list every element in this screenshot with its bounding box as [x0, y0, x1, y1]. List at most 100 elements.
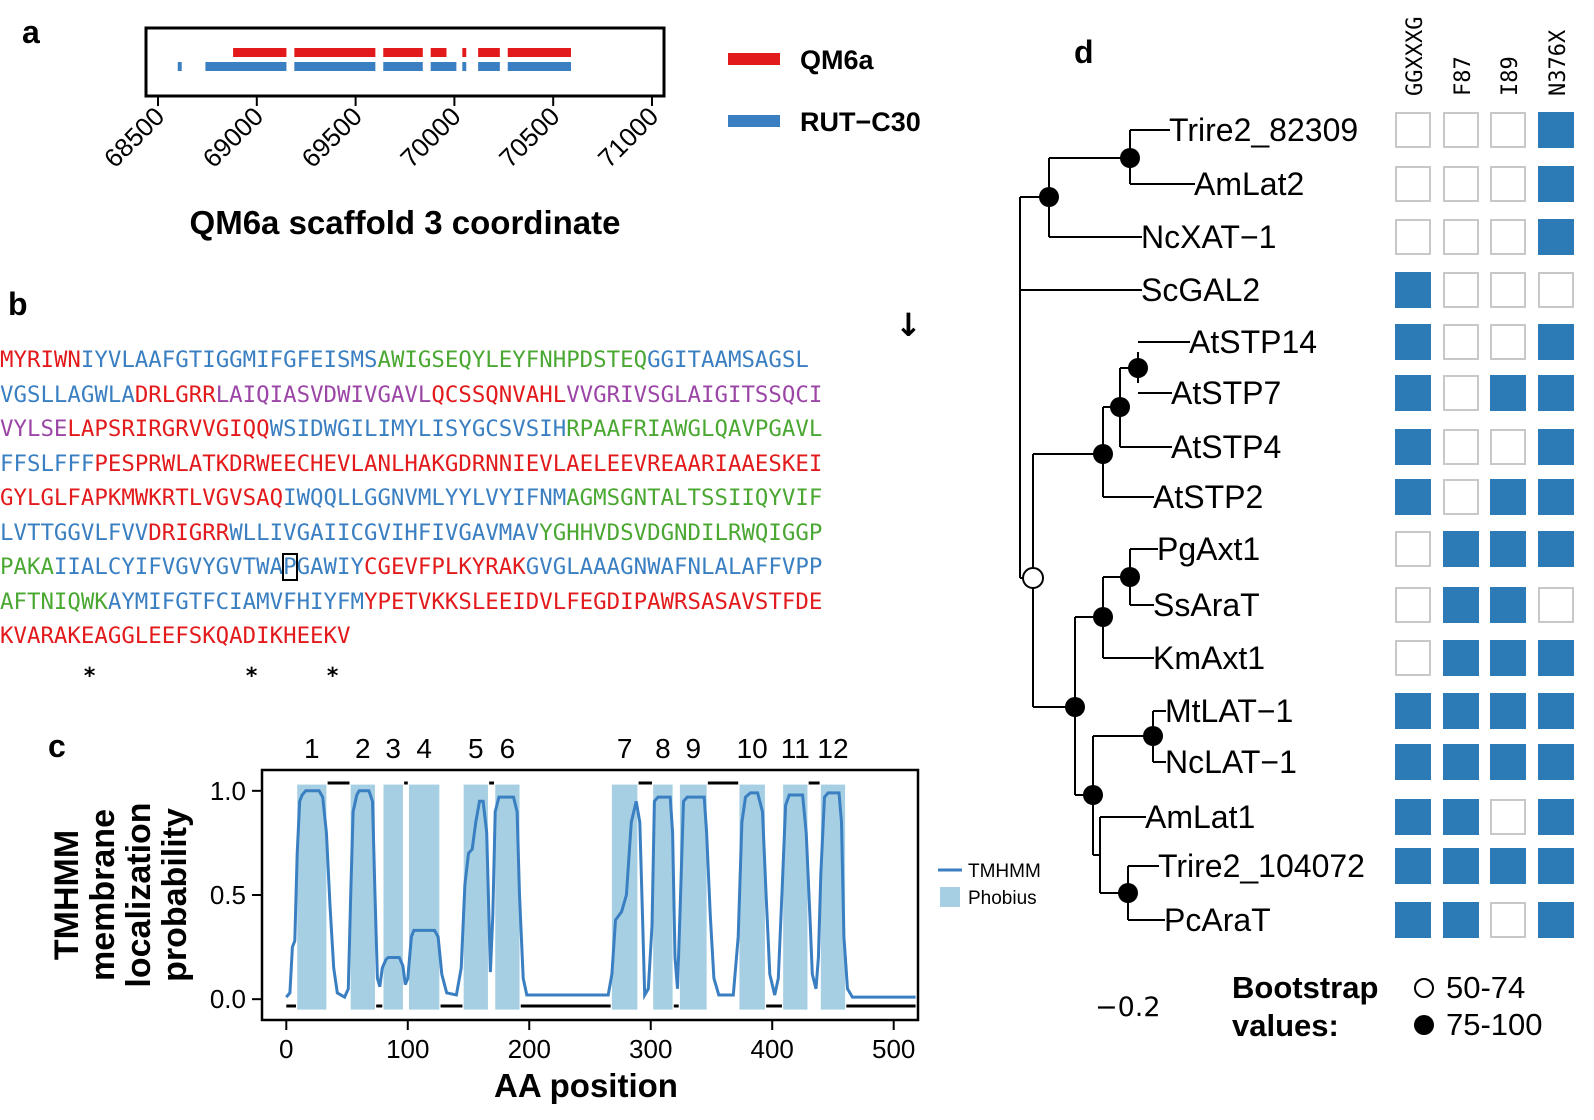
bootstrap-title: values:: [1232, 1008, 1339, 1043]
sequence-segment: AFTNIQWK: [0, 588, 108, 615]
phobius-region: [383, 784, 403, 1010]
heatmap-cell: [1538, 744, 1574, 780]
bootstrap-legend-label: 50-74: [1446, 970, 1525, 1005]
tm-label: 5: [468, 733, 484, 764]
heatmap-cell: [1395, 429, 1431, 465]
y-tick-label: 0.5: [210, 880, 246, 910]
column-header: F87: [1451, 56, 1476, 96]
heatmap-cell: [1538, 531, 1574, 567]
x-tick-label: 400: [751, 1034, 794, 1064]
bootstrap-node-filled: [1065, 697, 1085, 717]
sequence-segment: CGEVFPLKYRAK: [363, 554, 526, 580]
sequence-segment: WSIDWGILIMYLISYGCSVSIH: [269, 416, 567, 442]
heatmap-cell: [1538, 429, 1574, 465]
bootstrap-node-filled: [1143, 726, 1163, 746]
heatmap-cell: [1443, 166, 1479, 202]
star-marker: *: [245, 664, 259, 689]
heatmap-cell: [1395, 166, 1431, 202]
x-axis-label: AA position: [494, 1067, 678, 1104]
tip-label: KmAxt1: [1153, 640, 1265, 676]
tm-label: 8: [655, 733, 671, 764]
sequence-segment: WLLIVGAIICGVIHFIVGAVMAV: [229, 519, 540, 546]
star-marker: *: [326, 664, 340, 689]
heatmap-cell: [1395, 272, 1431, 308]
tip-label: AmLat1: [1145, 799, 1255, 835]
segment-bar: [383, 62, 423, 71]
heatmap-cell: [1490, 640, 1526, 676]
segment-bar: [233, 48, 287, 57]
heatmap-cell: [1443, 375, 1479, 411]
sequence-segment: IWQQLLGGNVMLYYLVYIFNM: [283, 485, 567, 511]
tm-label: 2: [355, 733, 371, 764]
sequence-segment: VYLSE: [0, 416, 68, 442]
segment-bar: [294, 48, 376, 57]
segment-bar: [430, 62, 457, 71]
column-header: I89: [1498, 56, 1523, 96]
sequence-line: GYLGLFAPKMWKRTLVGVSAQIWQQLLGGNVMLYYLVYIF…: [0, 483, 822, 513]
legend-label: RUT−C30: [800, 107, 921, 137]
tm-label: 6: [500, 733, 516, 764]
y-axis-label: TMHMMmembranelocalizationprobability: [48, 802, 194, 987]
segment-bar: [462, 48, 467, 57]
heatmap-cell: [1490, 272, 1526, 308]
x-tick-label: 500: [872, 1034, 915, 1064]
phobius-region: [350, 784, 375, 1010]
segment-bar: [478, 48, 500, 57]
tip-label: AtSTP14: [1189, 324, 1317, 360]
sequence-line: FFSLFFFPESPRWLATKDRWEECHEVLANLHAKGDRNNIE…: [0, 449, 822, 479]
heatmap-cell: [1538, 848, 1574, 884]
phobius-region: [783, 784, 808, 1010]
heatmap-cell: [1490, 166, 1526, 202]
segment-bar: [294, 62, 376, 71]
tip-label: PcAraT: [1164, 902, 1271, 938]
heatmap-cell: [1490, 693, 1526, 729]
legend-box-swatch: [940, 887, 960, 907]
sequence-segment: YGHHVDSVDGNDILRWQIGGP: [539, 519, 823, 546]
legend-label: TMHMM: [968, 861, 1041, 882]
sequence-segment: PAKA: [0, 554, 54, 580]
bootstrap-node-filled: [1128, 358, 1148, 378]
heatmap-cell: [1395, 587, 1431, 623]
segment-bar: [177, 62, 182, 71]
heatmap-cell: [1538, 375, 1574, 411]
bootstrap-node-filled: [1110, 397, 1130, 417]
bootstrap-legend-label: 75-100: [1446, 1007, 1543, 1042]
heatmap-cell: [1538, 640, 1574, 676]
tip-label: AtSTP2: [1153, 479, 1263, 515]
sequence-segment: IYVLAAFGTIGGMIFGFEISMS: [80, 347, 378, 373]
y-axis-label-line: localization: [120, 802, 158, 987]
heatmap-cell: [1490, 531, 1526, 567]
phobius-region: [408, 784, 440, 1010]
phobius-region: [679, 784, 707, 1010]
y-axis-label-line: TMHMM: [48, 830, 86, 960]
heatmap-cell: [1395, 112, 1431, 148]
sequence-segment: LAPSRIRGRVVGIQQ: [67, 416, 270, 442]
tm-label: 7: [617, 733, 633, 764]
heatmap-cell: [1490, 375, 1526, 411]
heatmap-cell: [1490, 479, 1526, 515]
bootstrap-title: Bootstrap: [1232, 970, 1378, 1005]
heatmap-cell: [1538, 324, 1574, 360]
heatmap-cell: [1443, 693, 1479, 729]
sequence-line: KVARAKEAGGLEEFSKQADIKHEEKV: [0, 621, 351, 651]
heatmap-cell: [1443, 587, 1479, 623]
panel-label-d: d: [1074, 34, 1094, 70]
heatmap-cell: [1443, 848, 1479, 884]
sequence-segment: FFSLFFF: [0, 450, 95, 477]
column-header: GGXXXG: [1403, 17, 1428, 96]
sequence-segment: RPAAFRIAWGLQAVPGAVL: [566, 416, 823, 442]
segment-bar: [205, 62, 287, 71]
heatmap-cell: [1538, 587, 1574, 623]
legend-label: QM6a: [800, 45, 875, 75]
heatmap-cell: [1395, 799, 1431, 835]
sequence-segment: IIALCYIFVGVYGVTWA: [53, 554, 284, 580]
arrow-down-icon: ↓: [895, 306, 922, 344]
heatmap-cell: [1490, 848, 1526, 884]
panel-label-a: a: [22, 14, 40, 50]
heatmap-cell: [1490, 587, 1526, 623]
sequence-segment: YPETVKKSLEEIDVLFEGDIPAWRSASAVSTFDE: [363, 588, 823, 615]
heatmap-cell: [1395, 531, 1431, 567]
heatmap-cell: [1443, 112, 1479, 148]
bootstrap-node-filled: [1083, 785, 1103, 805]
